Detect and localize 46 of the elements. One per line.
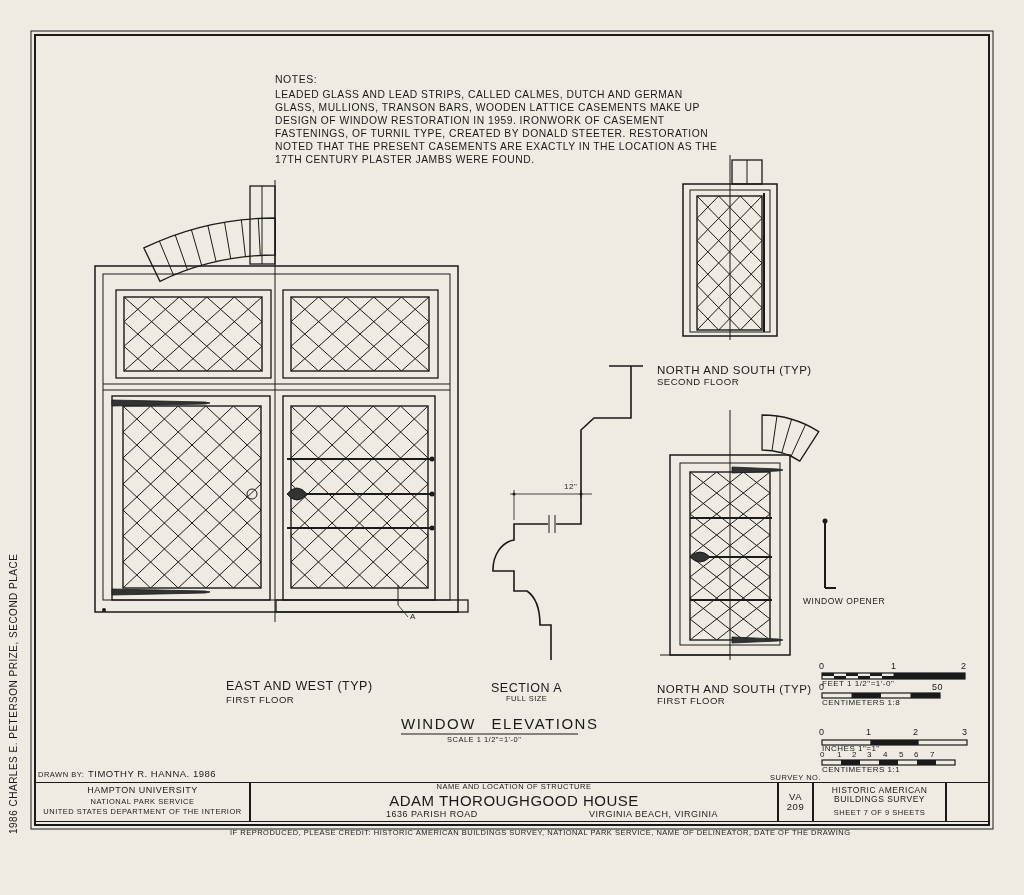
scale-tick-label: 1 bbox=[837, 751, 842, 760]
institution-name: HAMPTON UNIVERSITY bbox=[87, 786, 198, 796]
scale-tick-label: 2 bbox=[913, 728, 919, 738]
section-marker: A bbox=[410, 613, 416, 622]
title-block-cell bbox=[813, 782, 946, 822]
survey-name: HISTORIC AMERICAN BUILDINGS SURVEY bbox=[830, 786, 929, 805]
view-subtitle: SECOND FLOOR bbox=[657, 377, 739, 388]
scale-label: CENTIMETERS 1:8 bbox=[822, 699, 901, 708]
title-block-cell bbox=[250, 782, 778, 822]
scale-tick-label: 5 bbox=[899, 751, 904, 760]
scale-tick-label: 2 bbox=[852, 751, 857, 760]
view-subtitle: FIRST FLOOR bbox=[226, 695, 295, 706]
scale-label: CENTIMETERS 1:1 bbox=[822, 766, 901, 775]
view-title: SECTION A bbox=[491, 682, 563, 696]
scale-label: FEET 1 1/2"=1'-0" bbox=[822, 680, 895, 688]
scale-tick-label: 2 bbox=[961, 662, 967, 672]
scale-tick-label: 0 bbox=[819, 728, 825, 738]
view-title: EAST AND WEST (TYP) bbox=[226, 680, 373, 694]
scale-tick-label: 1 bbox=[891, 662, 897, 672]
drawing-title: WINDOW ELEVATIONS bbox=[401, 716, 599, 733]
address-text: 1636 PARISH ROAD bbox=[386, 810, 478, 820]
scale-label: INCHES 1"=1" bbox=[822, 745, 880, 753]
part-label: WINDOW OPENER bbox=[803, 597, 886, 607]
scale-tick-label: 0 bbox=[819, 662, 825, 672]
delineator-name: TIMOTHY R. HANNA. 1986 bbox=[88, 769, 217, 780]
scale-tick-label: 0 bbox=[820, 751, 825, 760]
title-block-cell bbox=[946, 782, 989, 822]
scale-tick-label: 6 bbox=[914, 751, 919, 760]
title-block-cell bbox=[35, 782, 250, 822]
scale-tick-label: 1 bbox=[866, 728, 872, 738]
scale-tick-label: 4 bbox=[883, 751, 888, 760]
notes-text: LEADED GLASS AND LEAD STRIPS, CALLED CALMES, DUTCH AND GERMAN GLASS, MULLIONS, TRANSON BARS, WOODEN LATTICE CASEMENTS MAKE UP DESIGN OF WINDOW RESTORATION IN 1959. IRONWORK OF CASEMENT FASTENINGS, OF TURNIL TYPE, CREATED BY DONALD STEETER. RESTORATION NOTED THAT THE PRESENT CASEMENTS ARE EXACTLY IN THE LOCATION AS THE 17TH CENTURY PLASTER JAMBS WERE FOUND. bbox=[275, 88, 719, 166]
scale-tick-label: 3 bbox=[962, 728, 968, 738]
notes-heading: NOTES: bbox=[275, 74, 318, 86]
view-title: NORTH AND SOUTH (TYP) bbox=[657, 683, 812, 696]
scale-tick-label: 50 bbox=[932, 683, 943, 693]
survey-number: VA 209 bbox=[785, 792, 806, 813]
scale-tick-label: 0 bbox=[819, 683, 825, 693]
scale-tick-label: 3 bbox=[867, 751, 872, 760]
view-subtitle: FIRST FLOOR bbox=[657, 696, 726, 707]
structure-name: ADAM THOROUGHGOOD HOUSE bbox=[389, 793, 639, 810]
prize-note: 1986 CHARLES E. PETERSON PRIZE, SECOND PLACE bbox=[8, 553, 19, 834]
scale-tick-label: 7 bbox=[930, 751, 935, 760]
view-title: NORTH AND SOUTH (TYP) bbox=[657, 364, 812, 377]
dimension-text: 12" bbox=[564, 483, 578, 492]
city-state-text: VIRGINIA BEACH, VIRGINIA bbox=[589, 810, 719, 820]
